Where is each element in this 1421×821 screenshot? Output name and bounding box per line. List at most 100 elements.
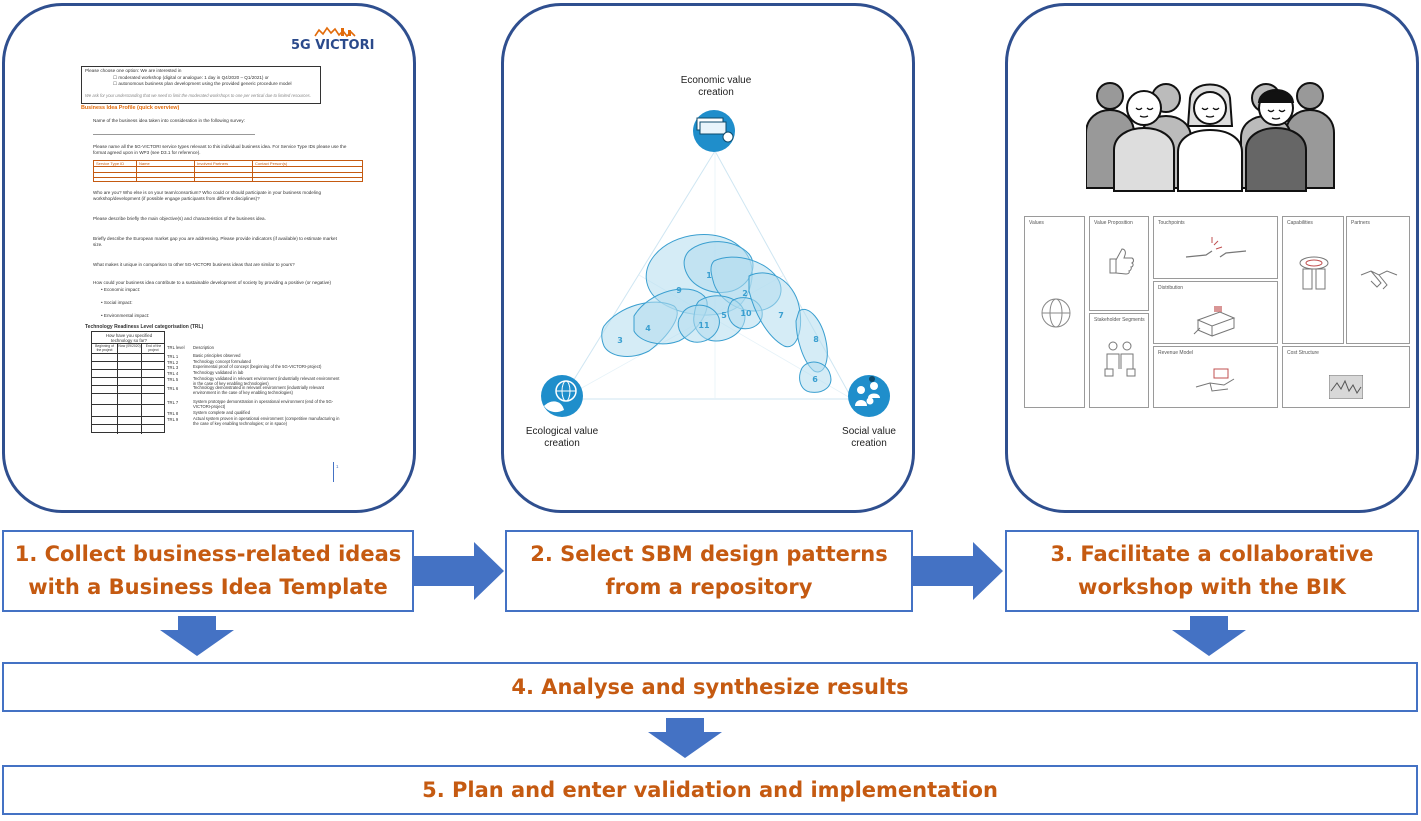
bmc-values-cell: Values <box>1024 216 1085 408</box>
trl-description-9: Actual system proven in operational envi… <box>193 416 340 426</box>
option-autonomous-label: autonomous business plan development usi… <box>118 81 292 86</box>
payment-hand-icon <box>1195 368 1235 392</box>
trl-description-4: Technology validated in lab <box>193 370 244 375</box>
capabilities-icon <box>1299 256 1329 290</box>
resource-note: We ask for your understanding that we ne… <box>85 93 311 98</box>
arrow-right-step2-to-step3 <box>913 542 1003 600</box>
pattern-number-4: 4 <box>645 324 651 333</box>
answer-line <box>93 134 255 135</box>
trl-level-6: TRL 6 <box>167 386 179 391</box>
step-1-line-2: with a Business Idea Template <box>28 575 388 599</box>
pattern-number-5: 5 <box>721 311 727 320</box>
step-2-line-1: 2. Select SBM design patterns <box>530 542 888 566</box>
bik-canvas: Values Value Proposition Stakeholder Seg… <box>1020 212 1412 408</box>
bmc-distribution-label: Distribution <box>1158 285 1184 291</box>
trl-level-7: TRL 7 <box>167 400 179 405</box>
distribution-box-icon <box>1193 306 1236 337</box>
bmc-value-proposition-label: Value Proposition <box>1094 220 1133 226</box>
globe-icon <box>1041 298 1071 328</box>
trl-description-8: System complete and qualified <box>193 410 251 415</box>
table-header-contact-persons: Contact Person(s) <box>255 161 288 166</box>
arrow-down-step1-to-step4 <box>160 616 234 656</box>
bmc-capabilities-label: Capabilities <box>1287 220 1313 226</box>
logo-text: 5G VICTORI <box>291 38 374 53</box>
pattern-number-9: 9 <box>676 286 682 295</box>
bmc-distribution-cell: Distribution <box>1153 281 1278 344</box>
trl-col-now: Now (09/2020) <box>118 344 141 348</box>
pattern-area-11 <box>677 304 720 343</box>
pattern-number-10: 10 <box>740 309 752 318</box>
stakeholders-icon <box>1104 341 1136 377</box>
trl-col-beginning: Beginning of the project <box>95 344 114 352</box>
cost-chart-icon <box>1329 375 1363 399</box>
question-contribute: How could your business idea contribute … <box>93 280 331 285</box>
bmc-partners-cell: Partners <box>1346 216 1410 344</box>
step-1-line-1: 1. Collect business-related ideas <box>14 542 402 566</box>
economic-value-icon <box>693 110 735 152</box>
step-2-select-patterns-box: 2. Select SBM design patterns from a repo… <box>505 530 913 612</box>
trl-level-2: TRL 2 <box>167 360 179 365</box>
impact-social-label: Social impact: <box>103 300 133 305</box>
pattern-number-2: 2 <box>742 289 748 298</box>
trl-level-3: TRL 3 <box>167 365 179 370</box>
social-value-icon <box>848 375 890 417</box>
bmc-revenue-model-label: Revenue Model <box>1158 350 1194 356</box>
question-market-2: size. <box>93 242 103 247</box>
trl-title: Technology Readiness Level categorisatio… <box>85 324 204 330</box>
table-header-name: Name <box>139 161 150 166</box>
question-team-1: Who are you? Who else is on your team/co… <box>93 190 322 195</box>
trl-description-2: Technology concept formulated <box>193 359 251 364</box>
pattern-number-8: 8 <box>813 335 819 344</box>
question-name: Name of the business idea taken into con… <box>93 118 245 123</box>
bmc-capabilities-cell: Capabilities <box>1282 216 1344 344</box>
collaborative-workshop-panel: Values Value Proposition Stakeholder Seg… <box>1005 3 1419 513</box>
page-number: 1 <box>336 464 339 469</box>
impact-environmental-label: Environmental impact: <box>103 313 150 318</box>
trl-description-7: System prototype demonstration in operat… <box>193 399 334 409</box>
pattern-number-11: 11 <box>698 321 710 330</box>
bmc-cost-structure-cell: Cost Structure <box>1282 346 1410 408</box>
page-margin-line <box>333 462 334 482</box>
table-header-service-type-id: Service Type ID <box>96 161 125 166</box>
bmc-touchpoints-label: Touchpoints <box>1158 220 1185 226</box>
impact-environmental: • Environmental impact: <box>101 313 150 318</box>
trl-level-8: TRL 8 <box>167 411 179 416</box>
step-5-label: 5. Plan and enter validation and impleme… <box>422 778 998 802</box>
workshop-people-illustration <box>1086 82 1335 192</box>
trl-level-1: TRL 1 <box>167 354 179 359</box>
step-1-collect-ideas-box: 1. Collect business-related ideas with a … <box>2 530 414 612</box>
touchpoints-hands-icon <box>1185 237 1247 258</box>
trl-level-9: TRL 9 <box>167 417 179 422</box>
step-3-line-2: workshop with the BIK <box>1078 575 1346 599</box>
question-market-1: Briefly describe the European market gap… <box>93 236 337 241</box>
ecological-value-icon <box>541 375 583 417</box>
step-4-analyse-box: 4. Analyse and synthesize results <box>2 662 1418 712</box>
impact-economic: • Economic impact: <box>101 287 141 292</box>
profile-title: Business Idea Profile (quick overview) <box>81 105 180 111</box>
option-workshop: ☐ moderated workshop (digital or analogu… <box>113 75 269 80</box>
pattern-number-6: 6 <box>812 375 818 384</box>
question-service-2: format agreed upon in WP3 (see D3.1 for … <box>93 150 201 155</box>
step-5-plan-validation-box: 5. Plan and enter validation and impleme… <box>2 765 1418 815</box>
trl-col-end: End of the project <box>145 344 162 352</box>
trl-description-5: Technology validated in relevant environ… <box>193 376 340 386</box>
bmc-values-label: Values <box>1029 220 1044 226</box>
pattern-number-7: 7 <box>778 311 784 320</box>
step-4-label: 4. Analyse and synthesize results <box>511 675 909 699</box>
question-team-2: workshop/development (if possible engage… <box>93 196 260 201</box>
option-autonomous: ☐ autonomous business plan development u… <box>113 81 292 86</box>
trl-level-5: TRL 5 <box>167 377 179 382</box>
step-2-line-2: from a repository <box>605 575 813 599</box>
trl-description-header: Description <box>193 345 214 350</box>
business-idea-template-panel: 5G VICTORI Please choose one option: We … <box>2 3 416 513</box>
option-workshop-label: moderated workshop (digital or analogue:… <box>118 75 269 80</box>
arrow-right-step1-to-step2 <box>414 542 504 600</box>
trl-description-3: Experimental proof of concept (beginning… <box>193 364 322 369</box>
impact-social: • Social impact: <box>101 300 133 305</box>
business-idea-template-document: 5G VICTORI Please choose one option: We … <box>5 6 413 510</box>
choose-option-text: Please choose one option: We are interes… <box>85 68 182 73</box>
pattern-number-3: 3 <box>617 336 623 345</box>
